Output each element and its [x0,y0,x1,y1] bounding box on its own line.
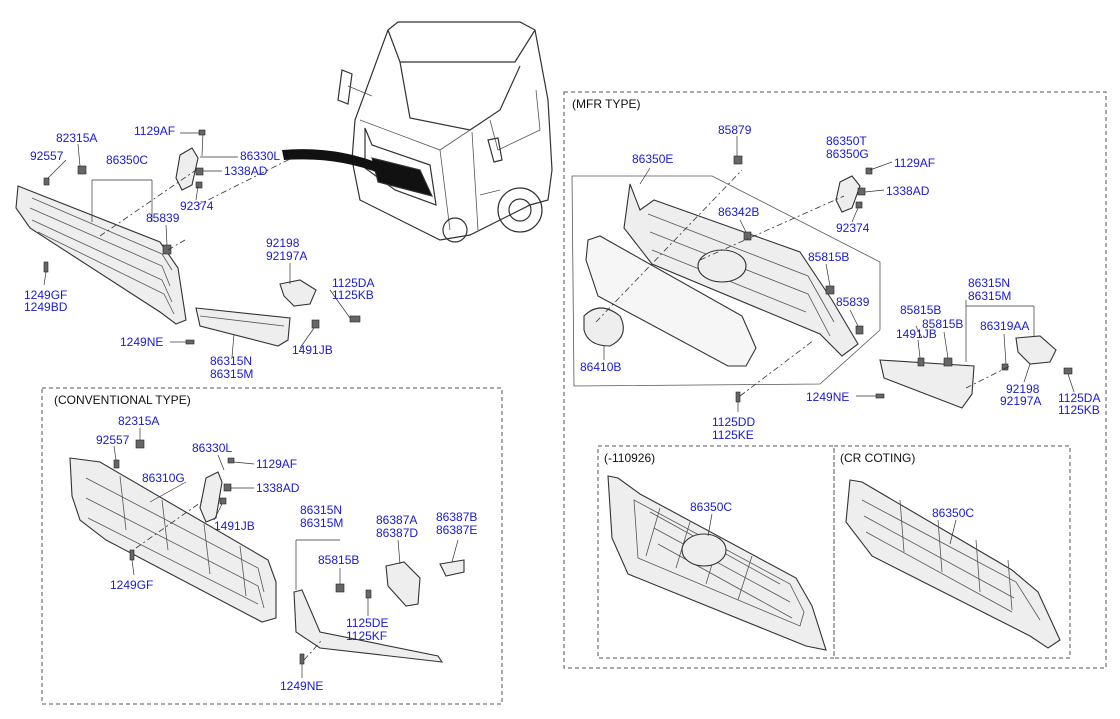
part-label: 86350C [932,506,974,520]
part-label: 86315N [968,276,1010,290]
part-label: 92557 [30,149,64,163]
mfr-bracket-86319AA [1015,335,1057,365]
bracket-86387A [385,561,421,607]
part-label: 86350C [690,500,732,514]
conventional-moulding-86315N [293,589,444,663]
part-label: 86315M [210,367,253,381]
conventional-bracket-86330L [199,471,223,523]
section-title-conventional: (CONVENTIONAL TYPE) [54,393,191,407]
part-label: 1249BD [24,300,68,314]
part-label: 86319AA [980,319,1029,333]
part-label: 86315M [968,289,1011,303]
section-title-cr: (CR COTING) [840,451,915,465]
part-label: 82315A [56,131,97,145]
part-label: 1338AD [224,164,268,178]
fastener-1249GF [43,261,49,273]
part-label: 1249GF [110,578,153,592]
part-label: 1125DE [346,616,388,630]
conventional-type-box [41,387,503,705]
part-label: 1125KF [346,629,387,643]
part-label: 86330L [192,441,232,455]
part-label: 1249NE [806,390,849,404]
part-label: 86310G [142,471,185,485]
part-label: 86350G [826,147,869,161]
moulding-86315N [195,307,291,347]
part-label: 92557 [96,433,130,447]
cr-grille-86350C [845,479,1061,649]
part-label: 1125KB [332,288,374,302]
part-label: 86387B [436,510,477,524]
part-label: 92197A [266,249,307,263]
part-label: 86350C [106,153,148,167]
part-label: 1491JB [214,519,255,533]
part-label: 1249NE [280,679,323,693]
bracket-92198 [279,279,317,307]
part-label: 86387A [376,513,417,527]
part-label: 86350E [632,152,673,166]
mfr-bracket-86350T [835,175,861,213]
part-label: 85815B [808,250,849,264]
part-label: 86315M [300,516,343,530]
mfr-exploded-outline [571,175,881,387]
part-label: 85815B [318,553,359,567]
part-label: 92197A [1000,394,1041,408]
part-label: 82315A [118,414,159,428]
mfr-moulding-86315N [879,359,975,409]
truck-cab-illustration [337,21,553,243]
bracket-86330L [175,147,199,191]
part-label: 85815B [922,317,963,331]
part-label: 92198 [1006,382,1040,396]
part-label: 1125DA [1058,391,1100,405]
mfr-type-box [563,91,1107,669]
part-label: 1125DA [332,276,374,290]
part-label: 86387E [436,523,477,537]
section-title-early: (-110926) [604,451,655,465]
part-label: 86315N [210,354,252,368]
part-label: 1338AD [256,481,300,495]
part-label: 86342B [718,205,759,219]
pointer-arrow [282,149,390,176]
part-label: 92374 [180,199,214,213]
part-label: 1129AF [134,124,175,138]
part-label: 86330L [240,149,280,163]
part-label: 1129AF [256,457,297,471]
part-label: 92198 [266,236,300,250]
part-label: 85879 [718,123,752,137]
part-label: 86410B [580,360,621,374]
mfr-panel-86410B [585,235,757,367]
fastener-85839 [162,244,172,255]
early-grille-86350C [607,475,827,651]
part-label: 92374 [836,221,870,235]
main-grille-86350C [15,185,187,325]
part-label: 1125KB [1058,403,1100,417]
part-label: 1125KE [712,428,754,442]
fastener-82315A [77,165,87,175]
part-label: 1491JB [896,327,937,341]
fastener-92557 [43,177,50,186]
part-label: 1129AF [894,156,935,170]
conventional-grille-86310G [69,457,277,623]
part-label: 1249GF [24,288,67,302]
part-label: 1491JB [292,343,333,357]
part-label: 86315N [300,503,342,517]
section-title-mfr: (MFR TYPE) [572,97,640,111]
part-label: 1125DD [712,415,755,429]
part-label: 1249NE [120,335,163,349]
part-label: 86350T [826,134,867,148]
bracket-86387B [439,559,465,577]
part-label: 85839 [836,295,870,309]
part-label: 86387D [376,526,418,540]
emblem-86410B [583,307,624,347]
part-label: 85815B [900,303,941,317]
part-label: 85839 [146,211,180,225]
mfr-grille-86350E [623,183,859,357]
part-label: 1338AD [886,184,930,198]
